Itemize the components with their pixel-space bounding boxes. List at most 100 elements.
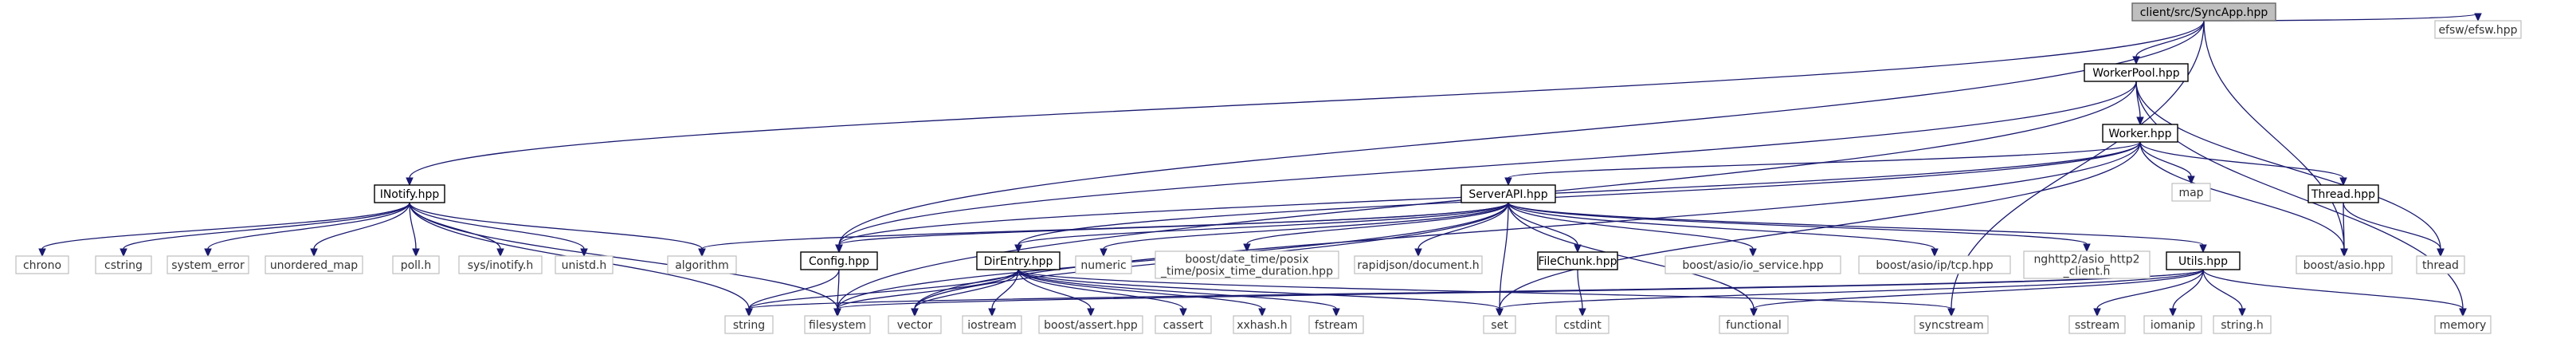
- edge-inotify-to-system_error: [207, 202, 410, 250]
- arrowhead-syncapp-to-efsw: [2474, 13, 2482, 22]
- node-unordered_map: unordered_map: [265, 255, 363, 274]
- node-label: boost/assert.hpp: [1044, 319, 1138, 332]
- edge-worker-to-direntry: [1017, 141, 2141, 246]
- node-box: [2296, 255, 2393, 274]
- edge-serverapi-to-config: [838, 202, 1509, 246]
- node-box: [555, 255, 614, 274]
- arrowhead-serverapi-to-io_service: [1749, 248, 1757, 258]
- arrowhead-direntry-to-cassert: [1179, 308, 1187, 317]
- node-filechunk[interactable]: FileChunk.hpp: [1537, 251, 1618, 270]
- node-box: [1354, 255, 1483, 274]
- node-label: filesystem: [809, 319, 866, 332]
- node-utils[interactable]: Utils.hpp: [2166, 251, 2241, 270]
- edge-inotify-to-cstring: [123, 202, 410, 250]
- node-box: [2307, 184, 2379, 203]
- node-syncapp[interactable]: client/src/SyncApp.hpp: [2131, 2, 2276, 22]
- node-sstream: sstream: [2068, 315, 2126, 334]
- node-fstream: fstream: [1308, 315, 1364, 334]
- arrowhead-serverapi-to-direntry: [1014, 244, 1022, 254]
- node-label: efsw/efsw.hpp: [2438, 24, 2517, 37]
- arrowhead-inotify-to-poll: [412, 248, 420, 258]
- edge-serverapi-to-direntry: [1017, 202, 1509, 246]
- node-label: boost/date_time/posix: [1185, 254, 1308, 266]
- node-box: [2023, 250, 2151, 279]
- edge-worker-to-boost_asio: [2139, 141, 2345, 250]
- node-box: [1858, 255, 2011, 274]
- arrowhead-thread_hpp-to-boost_asio: [2340, 248, 2348, 258]
- node-label: _time/posix_time_duration.hpp: [1160, 266, 1333, 278]
- node-box: [15, 255, 69, 274]
- node-box: [2131, 2, 2276, 22]
- arrowhead-filechunk-to-cstdint: [1578, 308, 1586, 317]
- node-box: [724, 315, 774, 334]
- edge-worker-to-vector: [914, 141, 2141, 309]
- node-box: [374, 184, 445, 203]
- node-label: unordered_map: [270, 259, 358, 272]
- edge-worker-to-serverapi: [1508, 141, 2141, 179]
- node-label: Thread.hpp: [2311, 188, 2375, 201]
- arrowhead-serverapi-to-rapidjson: [1414, 248, 1422, 258]
- node-system_error: system_error: [167, 255, 249, 274]
- node-label: unistd.h: [562, 259, 607, 272]
- node-inotify[interactable]: INotify.hpp: [374, 184, 445, 203]
- edge-syncapp-to-boost_asio: [2203, 20, 2345, 250]
- node-label: string: [733, 319, 765, 332]
- node-box: [962, 315, 1022, 334]
- edge-syncapp-to-workerpool: [2135, 20, 2205, 57]
- arrowhead-direntry-to-fstream: [1332, 308, 1340, 317]
- edge-direntry-to-cassert: [1017, 269, 1184, 309]
- edge-utils-to-functional: [1753, 269, 2204, 309]
- node-box: [392, 255, 440, 274]
- node-serverapi[interactable]: ServerAPI.hpp: [1461, 184, 1556, 203]
- node-box: [1155, 250, 1339, 279]
- node-direntry[interactable]: DirEntry.hpp: [976, 251, 1061, 270]
- node-box: [1233, 315, 1292, 334]
- node-box: [800, 251, 878, 270]
- edge-direntry-to-string: [748, 269, 1019, 309]
- arrowhead-workerpool-to-worker: [2136, 116, 2144, 126]
- node-map: map: [2171, 183, 2211, 202]
- node-label: iostream: [967, 319, 1017, 332]
- edges-layer: [38, 13, 2482, 317]
- node-label: syncstream: [1919, 319, 1983, 332]
- node-label: WorkerPool.hpp: [2092, 67, 2179, 80]
- node-poll: poll.h: [392, 255, 440, 274]
- node-algorithm: algorithm: [667, 255, 737, 274]
- arrowhead-serverapi-to-algorithm: [698, 248, 706, 258]
- node-unistd: unistd.h: [555, 255, 614, 274]
- node-box: [1038, 315, 1143, 334]
- arrowhead-syncapp-to-inotify: [406, 177, 414, 187]
- edge-config-to-string: [748, 269, 840, 309]
- node-string_h: string.h: [2213, 315, 2272, 334]
- node-label: chrono: [23, 259, 61, 272]
- node-box: [2143, 315, 2202, 334]
- node-thread_hpp[interactable]: Thread.hpp: [2307, 184, 2379, 203]
- node-box: [1308, 315, 1364, 334]
- edge-syncapp-to-inotify: [409, 20, 2205, 179]
- arrowhead-inotify-to-unordered_map: [310, 248, 318, 258]
- arrowhead-inotify-to-sysinotify: [496, 248, 504, 258]
- arrowhead-direntry-to-syncstream: [1947, 308, 1955, 317]
- node-box: [1664, 255, 1841, 274]
- node-cassert: cassert: [1155, 315, 1212, 334]
- edge-direntry-to-vector: [914, 269, 1019, 309]
- node-nghttp2: nghttp2/asio_http2_client.h: [2023, 250, 2151, 279]
- node-label: memory: [2440, 319, 2487, 332]
- edge-inotify-to-sysinotify: [409, 202, 501, 250]
- node-box: [265, 255, 363, 274]
- node-worker[interactable]: Worker.hpp: [2102, 124, 2178, 143]
- edge-inotify-to-filesystem: [409, 202, 838, 309]
- node-label: INotify.hpp: [380, 188, 440, 201]
- nodes-layer: client/src/SyncApp.hpp efsw/efsw.hppWorke…: [15, 2, 2522, 334]
- node-workerpool[interactable]: WorkerPool.hpp: [2084, 63, 2189, 82]
- node-iostream: iostream: [962, 315, 1022, 334]
- arrowhead-inotify-to-cstring: [120, 248, 127, 258]
- node-filesystem: filesystem: [804, 315, 871, 334]
- node-box: [1914, 315, 1989, 334]
- node-box: [1719, 315, 1789, 334]
- node-box: [1461, 184, 1556, 203]
- node-label: string.h: [2221, 319, 2264, 332]
- node-config[interactable]: Config.hpp: [800, 251, 878, 270]
- node-label: client/src/SyncApp.hpp: [2140, 6, 2268, 19]
